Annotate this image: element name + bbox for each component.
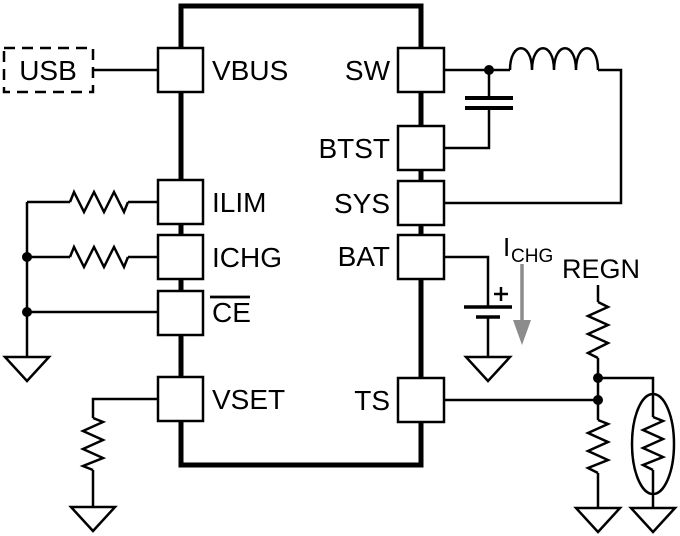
pin-box-ts (396, 376, 446, 424)
regn-label: REGN (562, 254, 640, 284)
junction-dot-ts (593, 395, 603, 405)
pin-box-ilim (156, 178, 205, 226)
ground-icon-ts (573, 506, 623, 534)
wire-thermistor-branch (598, 376, 655, 508)
resistor-ts-bottom (584, 418, 612, 475)
wire-bat-battery (444, 255, 490, 357)
pin-box-vset (156, 375, 205, 423)
pin-label-ce: CE (212, 297, 251, 328)
pin-label-ichg: ICHG (212, 242, 282, 273)
resistor-ilim (68, 188, 130, 216)
pin-box-ce (156, 289, 205, 337)
bootstrap-capacitor (465, 96, 513, 110)
pin-box-sw (396, 46, 446, 94)
junction-dot-ichg (22, 252, 32, 262)
ground-icon-vset (68, 505, 118, 533)
inductor (508, 47, 600, 71)
pin-label-sw: SW (345, 55, 391, 86)
pin-label-vset: VSET (212, 384, 285, 415)
pin-box-ichg (156, 233, 205, 281)
wire-vset-net (91, 397, 158, 507)
ic-body (178, 3, 424, 468)
junction-dot-ce (22, 307, 32, 317)
charge-current-subscript: CHG (511, 246, 553, 267)
usb-source-box (2, 46, 95, 94)
pin-box-bat (396, 233, 446, 281)
ground-icon-left-rail (2, 355, 52, 383)
charge-current-arrowhead-icon (513, 320, 531, 345)
resistor-vset (79, 416, 107, 472)
wire-ilim-net (25, 200, 158, 357)
resistor-regn-pullup (584, 300, 612, 360)
pin-label-btst: BTST (318, 133, 390, 164)
ground-icon-battery (463, 355, 513, 383)
pin-label-ilim: ILIM (212, 187, 266, 218)
junction-dot-regn-thermistor (593, 373, 603, 383)
pin-label-vbus: VBUS (212, 55, 288, 86)
thermistor-ellipse (630, 392, 676, 496)
pin-box-vbus (156, 46, 205, 94)
charge-current-label: I (503, 232, 510, 262)
resistor-ichg (68, 243, 130, 271)
battery-plus-icon (494, 287, 508, 301)
pin-box-sys (396, 179, 446, 227)
wire-inductor-sys (444, 68, 623, 205)
pin-box-btst (396, 124, 446, 172)
junction-dot-sw (484, 65, 494, 75)
pin-label-bat: BAT (338, 241, 390, 272)
usb-label: USB (19, 55, 77, 86)
ground-icon-thermistor (628, 506, 678, 534)
pin-label-ts: TS (354, 385, 390, 416)
pin-label-sys: SYS (334, 188, 390, 219)
thermistor-resistor (639, 415, 667, 472)
